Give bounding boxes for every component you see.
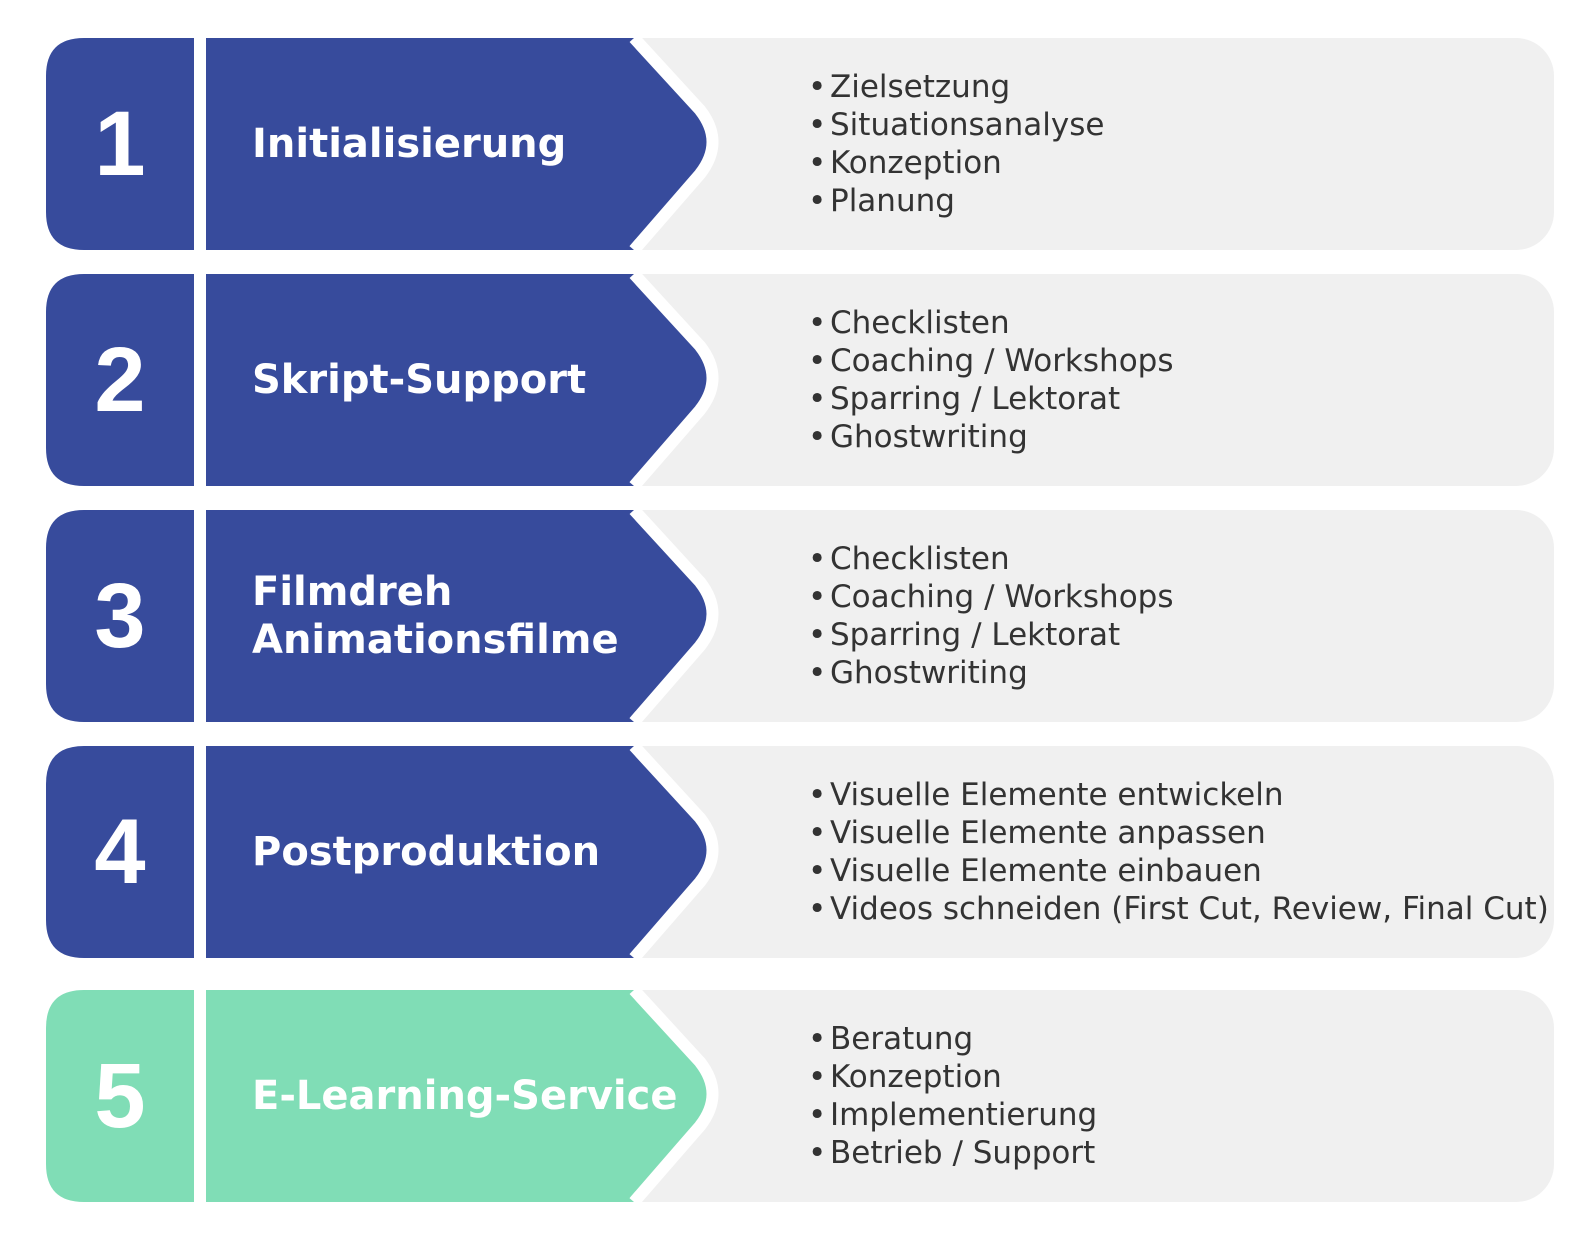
step-row-5: 5 E-Learning-Service Beratung Konzeption… xyxy=(46,990,1554,1202)
step-title: Filmdreh Animationsfilme xyxy=(252,569,619,663)
arrow-shape-svg xyxy=(46,746,719,958)
step-title-box: Filmdreh Animationsfilme xyxy=(252,510,722,722)
step-row-3: 3 Filmdreh Animationsfilme Checklisten C… xyxy=(46,510,1554,722)
title-arrow xyxy=(206,274,713,486)
step-title-box: Postproduktion xyxy=(252,746,722,958)
step-title: E-Learning-Service xyxy=(252,1073,678,1119)
step-row-1: 1 Initialisierung Zielsetzung Situations… xyxy=(46,38,1554,250)
arrow-outline xyxy=(629,990,719,1202)
title-arrow xyxy=(206,510,713,722)
step-number: 3 xyxy=(94,564,146,667)
step-bullet-list: Visuelle Elemente entwickeln Visuelle El… xyxy=(808,746,1549,958)
step-number: 4 xyxy=(94,800,146,903)
step-title-box: Skript-Support xyxy=(252,274,722,486)
title-arrow xyxy=(206,38,713,250)
bullet-item: Implementierung xyxy=(808,1096,1097,1134)
bullet-item: Checklisten xyxy=(808,540,1173,578)
bullet-item: Videos schneiden (First Cut, Review, Fin… xyxy=(808,890,1549,928)
step-arrow-shape xyxy=(46,510,776,722)
step-arrow-shape xyxy=(46,274,776,486)
step-number: 1 xyxy=(94,92,146,195)
arrow-outline xyxy=(629,38,719,250)
step-title: Initialisierung xyxy=(252,121,567,167)
step-title-box: E-Learning-Service xyxy=(252,990,722,1202)
bullet-item: Situationsanalyse xyxy=(808,106,1104,144)
number-block xyxy=(46,990,194,1202)
step-bullet-list: Checklisten Coaching / Workshops Sparrin… xyxy=(808,510,1173,722)
bullet-item: Visuelle Elemente anpassen xyxy=(808,814,1549,852)
step-arrow-shape xyxy=(46,38,776,250)
bullet-item: Ghostwriting xyxy=(808,654,1173,692)
bullet-item: Betrieb / Support xyxy=(808,1134,1097,1172)
number-block xyxy=(46,746,194,958)
number-block xyxy=(46,38,194,250)
bullet-item: Coaching / Workshops xyxy=(808,342,1173,380)
bullet-item: Konzeption xyxy=(808,1058,1097,1096)
title-arrow xyxy=(206,746,713,958)
arrow-shape-svg xyxy=(46,38,719,250)
step-bullet-list: Beratung Konzeption Implementierung Betr… xyxy=(808,990,1097,1202)
step-number: 2 xyxy=(94,328,146,431)
number-block xyxy=(46,274,194,486)
arrow-outline xyxy=(629,274,719,486)
step-number: 5 xyxy=(94,1044,146,1147)
bullet-item: Sparring / Lektorat xyxy=(808,380,1173,418)
bullet-item: Visuelle Elemente einbauen xyxy=(808,852,1549,890)
step-row-2: 2 Skript-Support Checklisten Coaching / … xyxy=(46,274,1554,486)
bullet-item: Konzeption xyxy=(808,144,1104,182)
bullet-item: Visuelle Elemente entwickeln xyxy=(808,776,1549,814)
arrow-outline xyxy=(629,746,719,958)
number-block xyxy=(46,510,194,722)
bullet-item: Planung xyxy=(808,182,1104,220)
arrow-shape-svg xyxy=(46,510,719,722)
step-title: Postproduktion xyxy=(252,829,601,875)
step-bullet-list: Zielsetzung Situationsanalyse Konzeption… xyxy=(808,38,1104,250)
bullet-item: Checklisten xyxy=(808,304,1173,342)
bullet-item: Zielsetzung xyxy=(808,68,1104,106)
step-title: Skript-Support xyxy=(252,357,587,403)
step-bullet-list: Checklisten Coaching / Workshops Sparrin… xyxy=(808,274,1173,486)
bullet-item: Ghostwriting xyxy=(808,418,1173,456)
bullet-item: Beratung xyxy=(808,1020,1097,1058)
step-arrow-shape xyxy=(46,990,776,1202)
bullet-item: Sparring / Lektorat xyxy=(808,616,1173,654)
bullet-item: Coaching / Workshops xyxy=(808,578,1173,616)
step-row-4: 4 Postproduktion Visuelle Elemente entwi… xyxy=(46,746,1554,958)
title-arrow xyxy=(206,990,713,1202)
arrow-shape-svg xyxy=(46,274,719,486)
arrow-outline xyxy=(629,510,719,722)
step-arrow-shape xyxy=(46,746,776,958)
arrow-shape-svg xyxy=(46,990,719,1202)
step-title-box: Initialisierung xyxy=(252,38,722,250)
